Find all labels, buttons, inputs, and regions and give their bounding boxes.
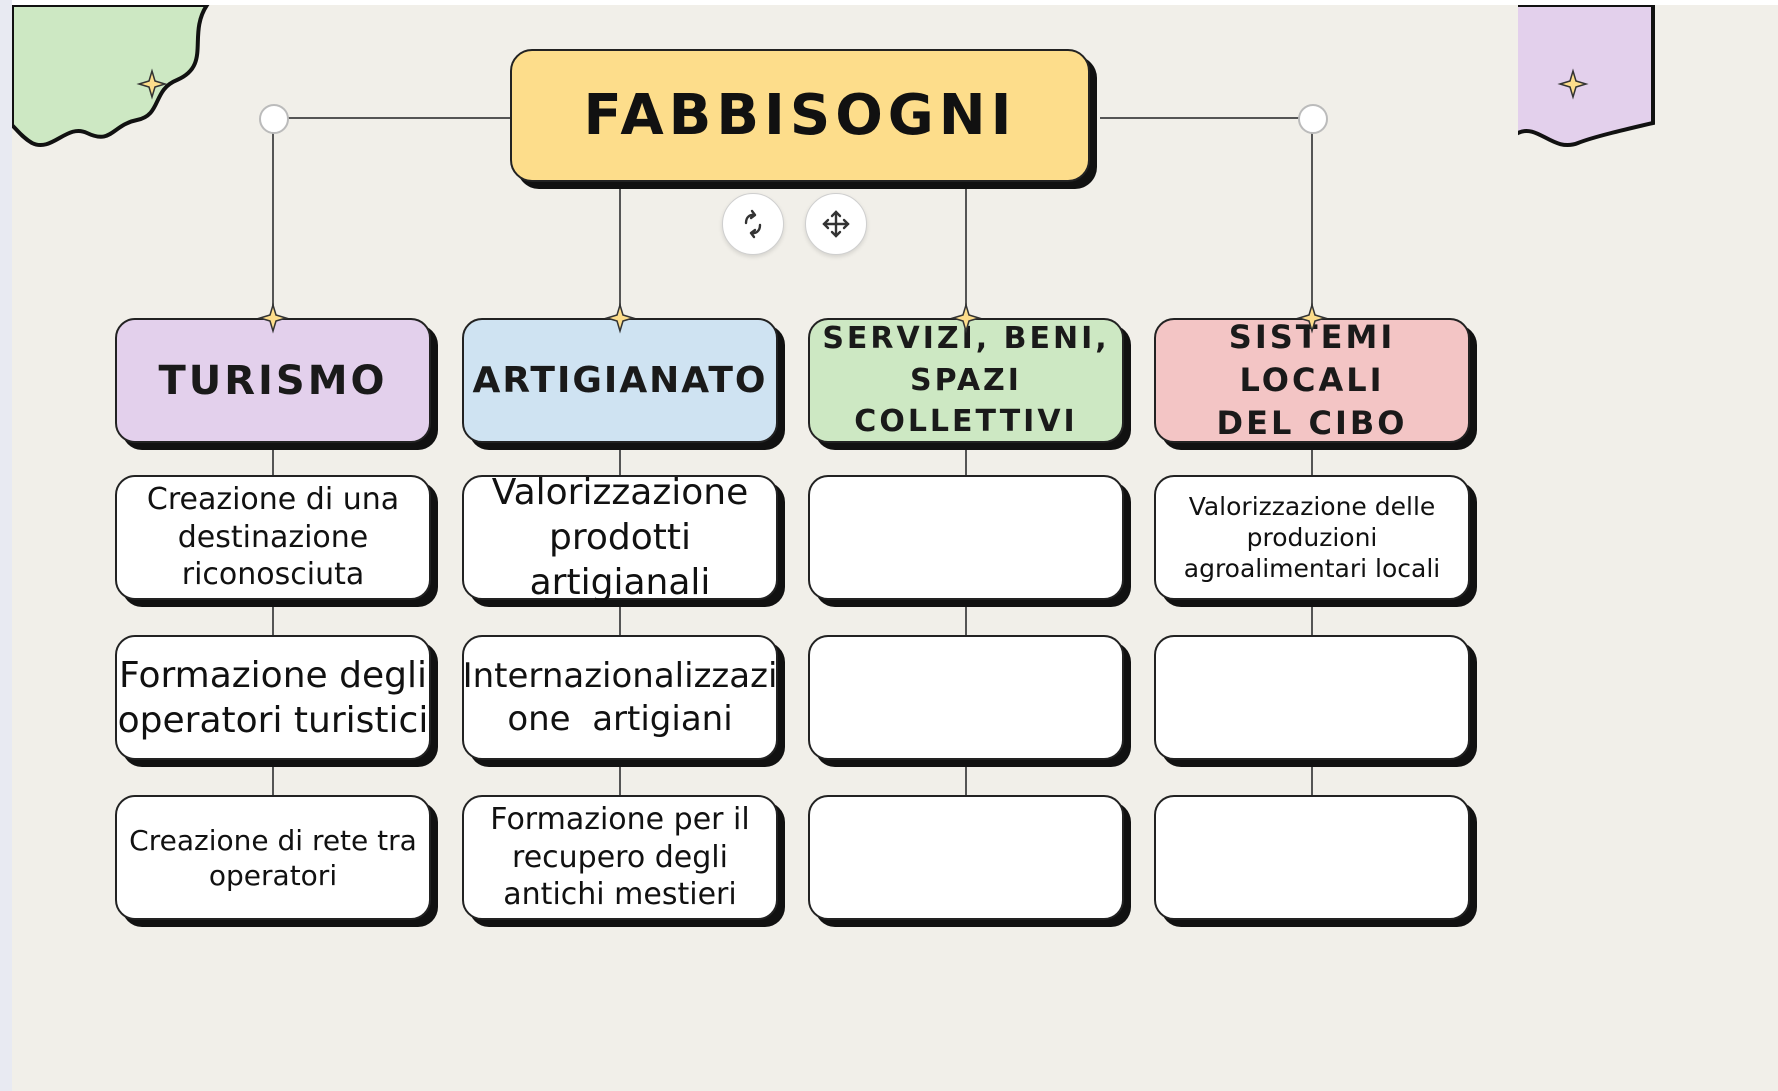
sparkle-icon — [1296, 302, 1328, 334]
cell-line: operatori — [208, 858, 338, 892]
category-label: ARTIGIANATO — [472, 360, 768, 401]
rotate-arrow-bottom — [749, 223, 762, 239]
corner-blob-left — [12, 5, 210, 147]
cell-line: agroalimentari locali — [1183, 554, 1441, 584]
cell-servizi-2[interactable] — [808, 635, 1124, 760]
cell-text: Valorizzazione delle produzioni agroalim… — [1184, 491, 1441, 585]
category-cibo[interactable]: SISTEMI LOCALI DEL CIBO — [1154, 318, 1470, 443]
category-label: TURISMO — [158, 357, 388, 404]
cell-servizi-3[interactable] — [808, 795, 1124, 920]
cell-line: prodotti artigianali — [529, 517, 711, 603]
category-line: SPAZI — [910, 362, 1022, 398]
cell-text: Creazione di una destinazione riconosciu… — [147, 481, 399, 594]
cell-line: Creazione di una — [146, 482, 400, 518]
cell-line: recupero degli — [512, 839, 728, 875]
category-artigianato[interactable]: ARTIGIANATO — [462, 318, 778, 443]
category-turismo[interactable]: TURISMO — [115, 318, 431, 443]
cell-servizi-1[interactable] — [808, 475, 1124, 600]
rotate-icon — [744, 209, 762, 239]
cell-line: one artigiani — [507, 698, 733, 739]
sparkle-icon — [604, 302, 636, 334]
sparkle-icon — [136, 68, 168, 100]
cell-artigianato-3[interactable]: Formazione per il recupero degli antichi… — [462, 795, 778, 920]
cell-line: destinazione — [177, 519, 369, 555]
move-arrow-right — [842, 218, 850, 230]
cell-text: Formazione degli operatori turistici — [118, 653, 429, 743]
category-line: DEL CIBO — [1216, 404, 1408, 443]
title-box[interactable]: FABBISOGNI — [510, 49, 1090, 182]
title-text: FABBISOGNI — [583, 83, 1017, 148]
cell-line: produzioni — [1246, 522, 1378, 552]
cell-turismo-1[interactable]: Creazione di una destinazione riconosciu… — [115, 475, 431, 600]
cell-line: Valorizzazione delle — [1188, 491, 1436, 521]
sparkle-overlay — [257, 302, 1328, 334]
left-edge-strip — [0, 0, 12, 1091]
move-arrow-left — [822, 218, 830, 230]
cell-cibo-2[interactable] — [1154, 635, 1470, 760]
connector-node-right[interactable] — [1298, 104, 1328, 134]
cell-cibo-3[interactable] — [1154, 795, 1470, 920]
cell-text: Creazione di rete tra operatori — [129, 823, 417, 893]
sparkle-icon — [257, 302, 289, 334]
blob-right-fill — [1518, 5, 1655, 147]
move-handle[interactable] — [805, 193, 867, 255]
cell-line: Formazione per il — [490, 802, 750, 838]
cell-cibo-1[interactable]: Valorizzazione delle produzioni agroalim… — [1154, 475, 1470, 600]
move-icon — [822, 210, 850, 238]
category-line: COLLETTIVI — [854, 404, 1078, 440]
sparkle-icon — [950, 302, 982, 334]
move-arrow-up — [830, 210, 842, 218]
cell-line: riconosciuta — [181, 557, 365, 593]
cell-line: Creazione di rete tra — [129, 823, 417, 857]
cell-line: operatori turistici — [117, 699, 429, 741]
cell-text: Valorizzazione prodotti artigianali — [464, 470, 776, 605]
connector-node-left[interactable] — [259, 104, 289, 134]
rotate-handle[interactable] — [722, 193, 784, 255]
cell-line: antichi mestieri — [503, 877, 737, 913]
cell-text: Internazionalizzazi one artigiani — [463, 655, 778, 740]
cell-turismo-2[interactable]: Formazione degli operatori turistici — [115, 635, 431, 760]
mindmap-canvas[interactable]: FABBISOGNI TURISMO Creazione di una dest… — [12, 5, 1778, 1091]
sparkle-icon — [1557, 68, 1589, 100]
blob-left-shape — [12, 5, 210, 147]
cell-line: Internazionalizzazi — [462, 656, 778, 696]
cell-artigianato-1[interactable]: Valorizzazione prodotti artigianali — [462, 472, 778, 603]
cell-text: Formazione per il recupero degli antichi… — [490, 801, 749, 914]
cell-turismo-3[interactable]: Creazione di rete tra operatori — [115, 795, 431, 920]
cell-line: Valorizzazione — [491, 472, 749, 513]
cell-line: Formazione degli — [119, 654, 427, 696]
move-arrow-down — [830, 230, 842, 238]
rotate-arrow-top — [744, 209, 757, 225]
cell-artigianato-2[interactable]: Internazionalizzazi one artigiani — [462, 635, 778, 760]
corner-blob-right — [1518, 5, 1655, 147]
